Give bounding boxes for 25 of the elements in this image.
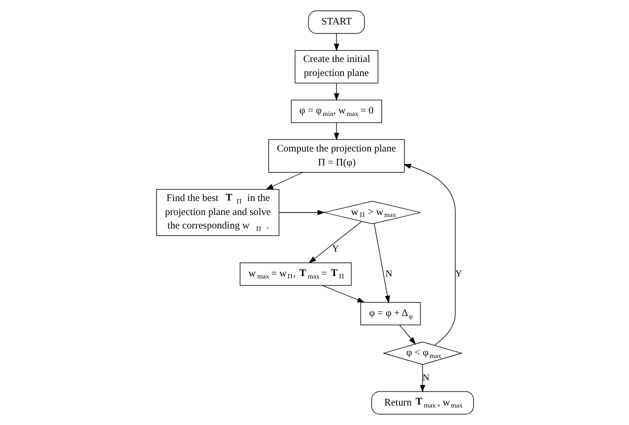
node-diamond: w$_{Π}$ > w$_{max}$ bbox=[323, 200, 420, 224]
arrow bbox=[419, 364, 425, 392]
node-box: φ = φ$_{min}$, w$_{max}$ = 0 bbox=[290, 100, 382, 123]
edge-label: Y bbox=[454, 269, 462, 280]
node-box: Find the best T$_{Π}$ in the projection plane and solve the corresponding w$_{Π}$. bbox=[156, 188, 279, 236]
arrow bbox=[322, 285, 364, 303]
edge-label: Y bbox=[332, 244, 338, 254]
node-box: Create the initial projection plane bbox=[294, 50, 378, 84]
node-box: Return T$_{max}$ , w$_{max}$ bbox=[370, 391, 474, 414]
node-box: φ = φ + Δ$_{φ}$ bbox=[360, 302, 420, 326]
arrow bbox=[278, 210, 324, 216]
arrow bbox=[398, 324, 416, 345]
arrow bbox=[265, 172, 302, 190]
arrow bbox=[308, 221, 362, 264]
node-box: START bbox=[308, 10, 364, 34]
arrow bbox=[333, 122, 339, 140]
arrow bbox=[333, 82, 339, 101]
edge-label: N bbox=[385, 269, 392, 280]
node-box: w$_{max}$ = w$_{Π}$, T$_{max}$ = T$_{Π}$ bbox=[239, 262, 352, 286]
node-diamond: φ < φ$_{max}$ bbox=[382, 342, 462, 365]
arrow bbox=[333, 33, 339, 52]
edge-label: N bbox=[422, 373, 429, 384]
arrow bbox=[402, 164, 456, 346]
node-box: Compute the projection plane Π = Π(φ) bbox=[268, 139, 404, 173]
arrow bbox=[373, 223, 390, 304]
